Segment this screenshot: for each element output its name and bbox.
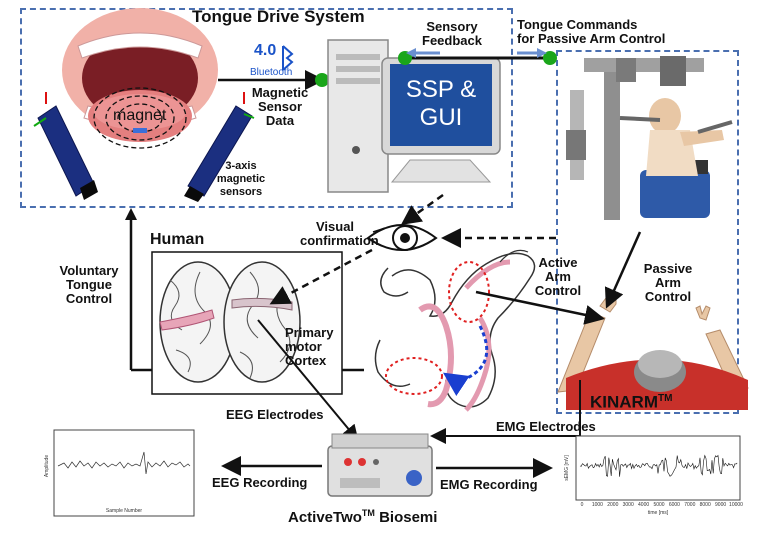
emg-xtick-label: 9000 bbox=[715, 502, 726, 508]
emg-xtick-label: 2000 bbox=[607, 502, 618, 508]
active-arm-control-label: Active Arm Control bbox=[534, 255, 582, 298]
emg-xtick-label: 0 bbox=[581, 502, 584, 508]
visual-confirmation-arrow bbox=[400, 193, 444, 225]
motor-homunculus-illustration bbox=[374, 249, 536, 412]
active-arm-control-arrow bbox=[475, 290, 605, 325]
emg-recording-label: EMG Recording bbox=[440, 477, 538, 492]
emg-electrodes-label: EMG Electrodes bbox=[496, 419, 596, 434]
eeg-xlabel: Sample Number bbox=[106, 508, 142, 514]
blue-dotted-arc bbox=[443, 325, 489, 396]
bluetooth-version: 4.0 bbox=[254, 42, 277, 59]
kinarm-box bbox=[556, 50, 739, 414]
green-connector-left bbox=[315, 73, 329, 87]
emg-ylabel: sEMG [mV] bbox=[564, 455, 570, 481]
sensory-feedback-label: Sensory Feedback bbox=[422, 19, 482, 48]
three-axis-sensors-label: 3-axis magnetic sensors bbox=[216, 160, 266, 198]
eye-icon bbox=[366, 224, 438, 251]
computer-illustration bbox=[327, 39, 501, 193]
ssp-gui-label: SSP & GUI bbox=[405, 76, 477, 131]
arm-region-circle bbox=[448, 261, 490, 323]
human-reaching-illustration bbox=[557, 291, 749, 410]
emg-xtick-label: 8000 bbox=[700, 502, 711, 508]
eeg-recording-label: EEG Recording bbox=[212, 475, 308, 490]
emg-xtick-label: 5000 bbox=[653, 502, 664, 508]
tongue-commands-label: Tongue Commands for Passive Arm Control bbox=[517, 17, 666, 46]
emg-xtick-label: 10000 bbox=[729, 502, 743, 508]
voluntary-tongue-control-label: Voluntary Tongue Control bbox=[59, 263, 119, 306]
bluetooth-label: Bluetooth bbox=[250, 67, 293, 78]
tongue-drive-system-title: Tongue Drive System bbox=[192, 7, 365, 26]
emg-xtick-label: 4000 bbox=[638, 502, 649, 508]
mouth-region-circle bbox=[385, 357, 443, 395]
emg-xtick-label: 1000 bbox=[592, 502, 603, 508]
activetwo-biosemi-label: ActiveTwoTM Biosemi bbox=[288, 508, 438, 526]
green-connector-kinarm bbox=[543, 51, 557, 65]
eeg-ylabel: Amplitude bbox=[44, 455, 50, 477]
passive-arm-control-label: Passive Arm Control bbox=[643, 261, 693, 304]
eye-to-brain-arrow bbox=[269, 248, 373, 305]
eeg-electrodes-label: EEG Electrodes bbox=[226, 407, 324, 422]
emg-trace bbox=[579, 454, 738, 477]
passive-arm-control-arrow bbox=[604, 231, 642, 309]
primary-motor-cortex-label: Primary motor Cortex bbox=[285, 325, 334, 368]
emg-xlabel: time [ms] bbox=[648, 510, 669, 516]
kinarm-label: KINARMTM bbox=[590, 392, 673, 412]
left-sensor-stick bbox=[33, 92, 98, 200]
emg-xtick-label: 7000 bbox=[684, 502, 695, 508]
mouth-illustration bbox=[62, 8, 218, 149]
bluetooth-icon bbox=[282, 45, 294, 71]
visual-confirmation-label: Visual confirmation bbox=[300, 219, 379, 248]
magnet-label: magnet bbox=[113, 107, 167, 124]
emg-xtick-label: 6000 bbox=[669, 502, 680, 508]
emg-xtick-label: 3000 bbox=[623, 502, 634, 508]
eeg-electrodes-arrow bbox=[257, 319, 359, 442]
human-label: Human bbox=[150, 231, 205, 248]
tongue-drive-system-box bbox=[20, 8, 513, 208]
kinarm-robot-illustration bbox=[560, 54, 736, 230]
right-sensor-stick bbox=[184, 92, 255, 202]
eeg-plot: Sample Number Amplitude bbox=[44, 429, 195, 517]
magnetic-sensor-data-label: Magnetic Sensor Data bbox=[251, 85, 309, 128]
activetwo-device bbox=[327, 433, 433, 497]
green-connector-monitor bbox=[398, 51, 412, 65]
